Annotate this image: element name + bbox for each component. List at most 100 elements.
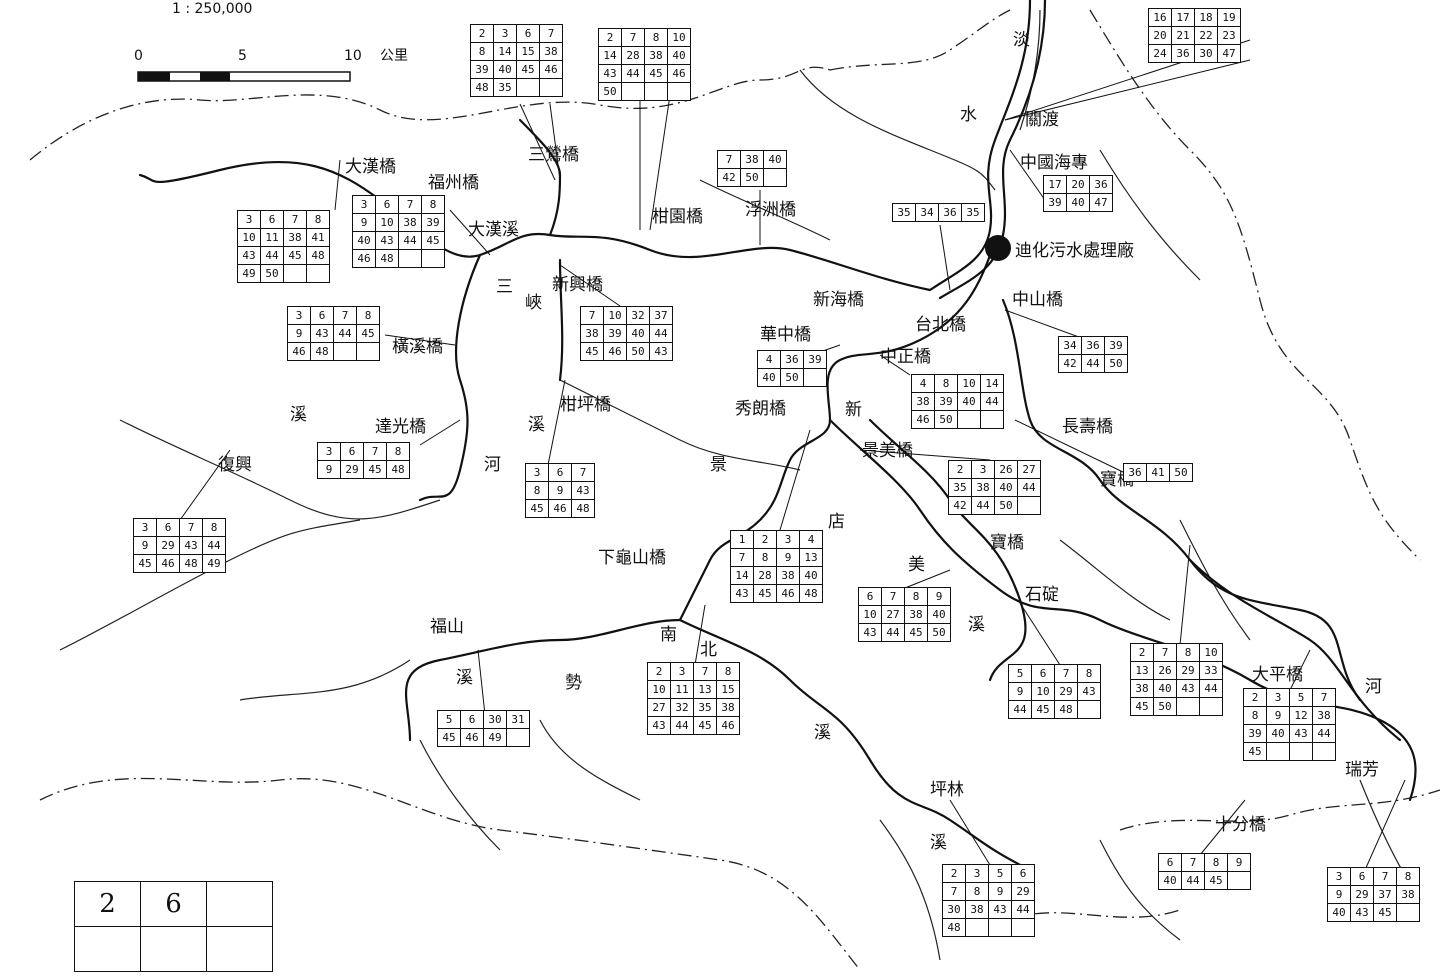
place-label-nanshi-2: 勢 bbox=[565, 673, 582, 693]
grid-cell: 29 bbox=[156, 536, 180, 555]
grid-cell: 43 bbox=[310, 324, 334, 343]
grid-cell: 35 bbox=[892, 203, 916, 222]
grid-cell: 50 bbox=[626, 342, 650, 361]
grid-cell: 11 bbox=[670, 680, 694, 699]
grid-cell: 26 bbox=[1153, 661, 1177, 680]
grid-cell: 38 bbox=[644, 46, 668, 65]
grid-cell: 40 bbox=[1266, 724, 1290, 743]
grid-cell: 5 bbox=[437, 710, 461, 729]
grid-cell: 48 bbox=[942, 918, 966, 937]
grid-cell bbox=[965, 918, 989, 937]
grid-cell: 32 bbox=[626, 306, 650, 325]
place-label-ruifang: 瑞芳 bbox=[1345, 760, 1379, 780]
place-label-jingmei-3: 溪 bbox=[968, 615, 985, 635]
grid-cell: 45 bbox=[1031, 700, 1055, 719]
grid-cell: 3 bbox=[317, 442, 341, 461]
grid-cell: 27 bbox=[647, 698, 671, 717]
place-label-tiaoshi: 達光橋 bbox=[375, 417, 426, 437]
grid-cell: 27 bbox=[1017, 460, 1041, 479]
grid-cell bbox=[621, 82, 645, 101]
grid-cell: 35 bbox=[948, 478, 972, 497]
scale-tick-10: 10 bbox=[344, 48, 362, 64]
place-label-nanshi: 南 bbox=[660, 625, 677, 645]
grid-cell: 41 bbox=[306, 228, 330, 247]
grid-cell: 43 bbox=[375, 231, 399, 250]
grid-cell: 40 bbox=[493, 60, 517, 79]
grid-cell: 6 bbox=[1011, 864, 1035, 883]
grid-cell: 15 bbox=[516, 42, 540, 61]
grid-cell: 44 bbox=[1011, 900, 1035, 919]
grid-cell: 3 bbox=[776, 530, 800, 549]
grid-cell: 39 bbox=[1243, 724, 1267, 743]
grid-cell: 7 bbox=[693, 662, 717, 681]
grid-cell: 40 bbox=[799, 566, 823, 585]
grid-cell: 34 bbox=[915, 203, 939, 222]
river-network bbox=[138, 0, 1417, 872]
grid-cell: 28 bbox=[621, 46, 645, 65]
grid-cell: 9 bbox=[1008, 682, 1032, 701]
grid-cell: 16 bbox=[1148, 8, 1172, 27]
grid-cell: 31 bbox=[506, 710, 530, 729]
grid-cell: 13 bbox=[799, 548, 823, 567]
scale-tick-5: 5 bbox=[238, 48, 247, 64]
place-label-jing: 景 bbox=[710, 455, 727, 475]
grid-cell: 6 bbox=[516, 24, 540, 43]
grid-cell: 43 bbox=[1289, 724, 1313, 743]
sheet-cell bbox=[206, 926, 273, 972]
place-label-pinglin: 坪林 bbox=[930, 780, 964, 800]
grid-cell: 23 bbox=[1217, 26, 1241, 45]
grid-cell: 40 bbox=[352, 231, 376, 250]
grid-cell: 8 bbox=[904, 587, 928, 606]
grid-cell: 3 bbox=[965, 864, 989, 883]
place-label-fushan: 福山 bbox=[430, 617, 464, 637]
grid-cell: 7 bbox=[1054, 664, 1078, 683]
place-label-shifen: 十分橋 bbox=[1215, 815, 1266, 835]
grid-cell: 40 bbox=[994, 478, 1018, 497]
grid-cell: 48 bbox=[375, 249, 399, 268]
grid-cell: 43 bbox=[179, 536, 203, 555]
grid-cell: 44 bbox=[649, 324, 673, 343]
grid-cell: 13 bbox=[1130, 661, 1154, 680]
grid-cell: 10 bbox=[237, 228, 261, 247]
grid-cell: 46 bbox=[156, 554, 180, 573]
grid-cell: 8 bbox=[753, 548, 777, 567]
grid-cell bbox=[1396, 903, 1420, 922]
grid-cell: 45 bbox=[356, 324, 380, 343]
grid-cell: 45 bbox=[1204, 871, 1228, 890]
grid-cell bbox=[644, 82, 668, 101]
grid-cell: 2 bbox=[647, 662, 671, 681]
grid-cell: 18 bbox=[1194, 8, 1218, 27]
grid-cell: 45 bbox=[525, 499, 549, 518]
grid-cell: 21 bbox=[1171, 26, 1195, 45]
grid-cell: 44 bbox=[1312, 724, 1336, 743]
grid-cell: 7 bbox=[1181, 853, 1205, 872]
grid-cell bbox=[1077, 700, 1101, 719]
place-label-dahan-bridge: 大漢橋 bbox=[345, 157, 396, 177]
grid-cell: 36 bbox=[938, 203, 962, 222]
grid-cell: 9 bbox=[133, 536, 157, 555]
grid-cell: 6 bbox=[460, 710, 484, 729]
grid-row: 48 bbox=[942, 918, 1035, 937]
grid-cell: 4 bbox=[799, 530, 823, 549]
grid-cell: 6 bbox=[1158, 853, 1182, 872]
grid-cell: 48 bbox=[386, 460, 410, 479]
grid-cell: 50 bbox=[260, 264, 284, 283]
